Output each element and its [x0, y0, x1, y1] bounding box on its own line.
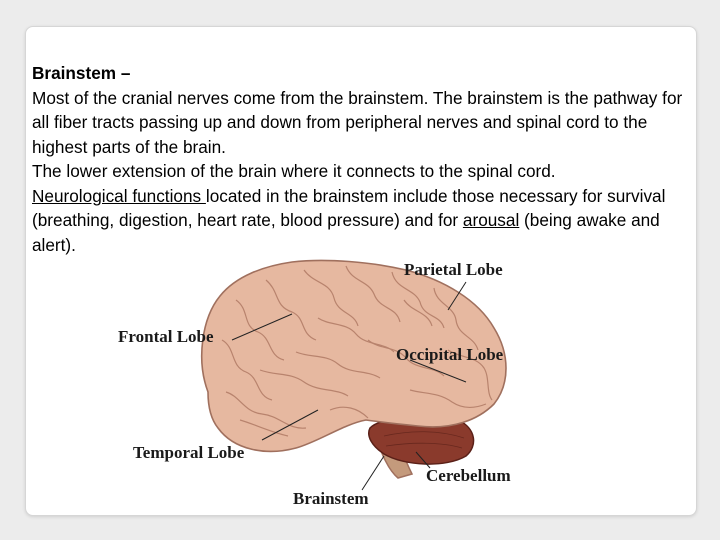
label-brainstem: Brainstem — [293, 489, 369, 508]
term-neurological-functions: Neurological functions — [32, 185, 206, 206]
cerebrum-shape — [200, 259, 507, 453]
label-temporal-lobe: Temporal Lobe — [133, 443, 245, 462]
label-occipital-lobe: Occipital Lobe — [396, 345, 504, 364]
paragraph-3: Neurological functions located in the br… — [32, 184, 692, 258]
cerebellum-folds — [383, 431, 465, 449]
term-arousal: arousal — [462, 210, 520, 230]
label-frontal-lobe: Frontal Lobe — [118, 327, 214, 346]
paragraph-1: Most of the cranial nerves come from the… — [32, 87, 683, 157]
paragraph-3-end: (being awake and alert). — [32, 210, 660, 255]
label-parietal-lobe: Parietal Lobe — [404, 260, 503, 279]
label-cerebellum: Cerebellum — [426, 466, 511, 485]
paragraph-3-middle: located in the brainstem include those n… — [32, 185, 666, 231]
leader-lines — [231, 281, 467, 491]
body-text: Brainstem – Most of the cranial nerves c… — [32, 61, 692, 257]
heading: Brainstem – — [32, 63, 131, 83]
cortex-folds — [221, 265, 493, 437]
paragraph-2: The lower extension of the brain where i… — [32, 161, 556, 181]
